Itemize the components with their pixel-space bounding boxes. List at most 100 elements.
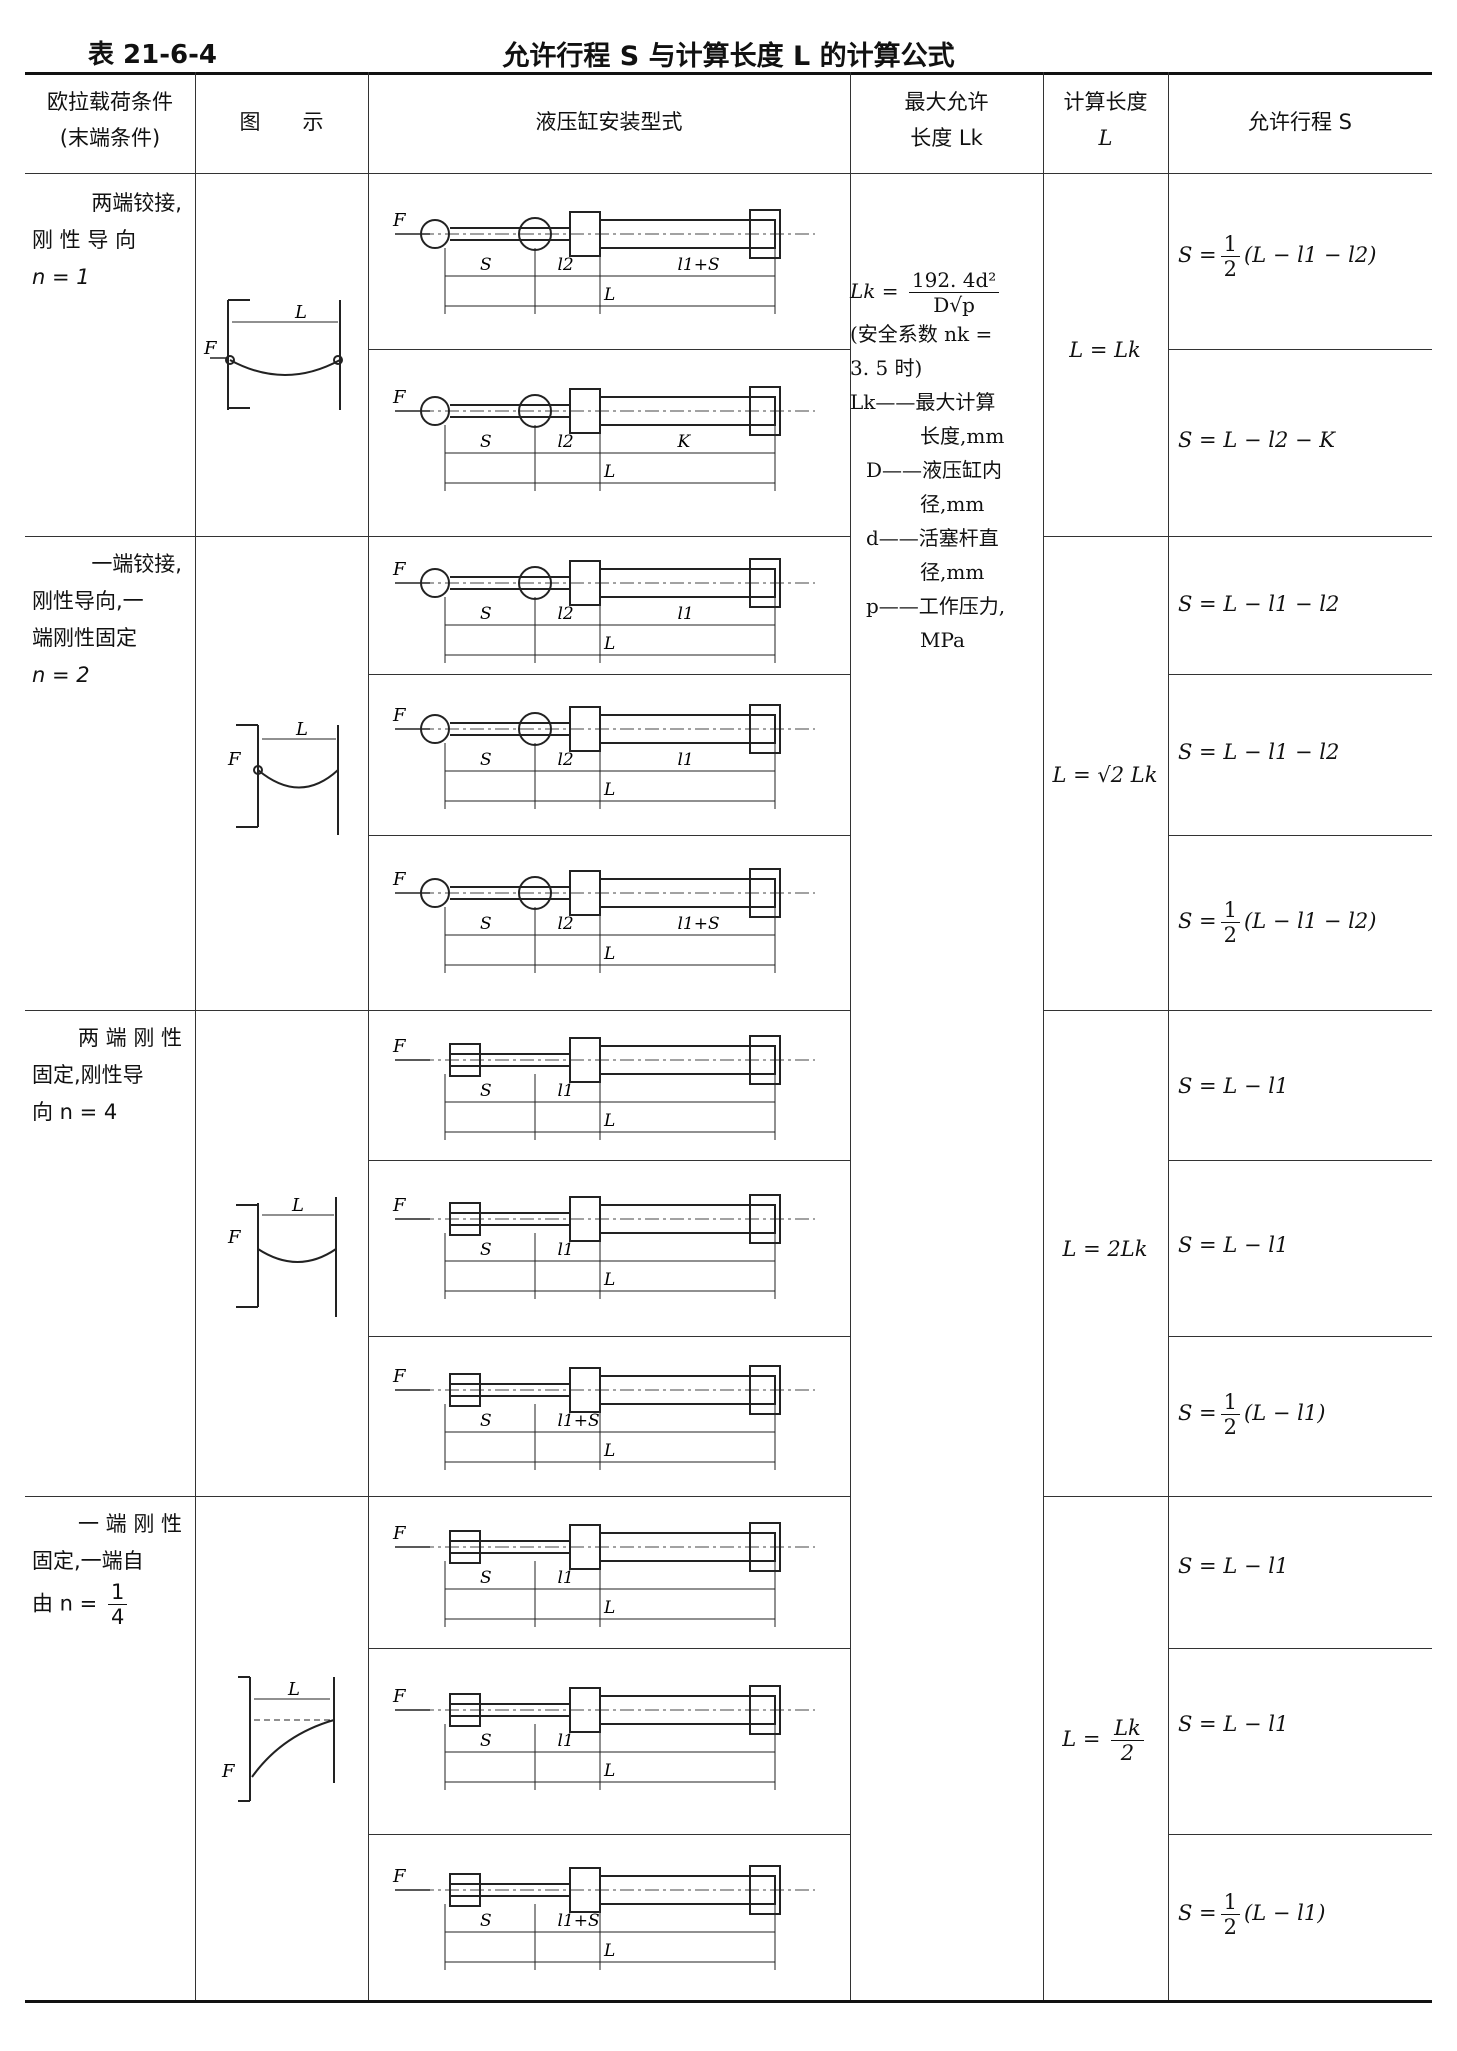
lk-definition: Lk——最大计算 [850, 390, 996, 414]
stroke-formula: S = L − l1 [1178, 1233, 1428, 1257]
condition-text: n = 2 [32, 663, 90, 687]
dimension-label: l1 [678, 604, 694, 624]
header-rule [25, 173, 1432, 174]
header-stroke: 允许行程 S [1247, 110, 1352, 134]
dimension-label: L [603, 285, 615, 305]
cylinder-cap [749, 1865, 781, 1915]
rod-end-block [449, 1873, 481, 1907]
dimension-label: L [603, 780, 615, 800]
lk-definition: D——液压缸内 [866, 458, 1003, 482]
dimension-label: L [603, 1941, 615, 1961]
stroke-text: S = L − l1 [1178, 1074, 1289, 1098]
cylinder-cap [749, 1035, 781, 1085]
beam-label-l: L [287, 1679, 300, 1700]
cylinder-cap [749, 1365, 781, 1415]
header-max-length-line2: 长度 Lk [910, 126, 983, 150]
col-rule [1168, 72, 1169, 2000]
beam-label-f: F [227, 1227, 242, 1248]
force-label: F [392, 869, 407, 890]
stroke-text: S = L − l1 [1178, 1712, 1289, 1736]
force-label: F [392, 1366, 407, 1387]
dimension-label: S [480, 914, 492, 934]
cylinder-barrel [599, 1375, 776, 1405]
rod-end-block [449, 1373, 481, 1407]
rod-end-eye [420, 878, 450, 908]
beam-diagram-n-quarter: L F [221, 1676, 335, 1802]
row-rule [368, 349, 850, 350]
fraction-den: 2 [1120, 1741, 1135, 1765]
cylinder-cap [749, 1685, 781, 1735]
cylinder-cap [749, 209, 781, 259]
dimension-label: L [603, 944, 615, 964]
dimension-label: S [480, 1568, 492, 1588]
dimension-label: S [480, 1911, 492, 1931]
row-rule [368, 1648, 850, 1649]
header-figure: 图 示 [239, 110, 324, 134]
force-label: F [392, 1523, 407, 1544]
dimension-label: l2 [558, 255, 574, 275]
col-rule [1043, 72, 1044, 2000]
force-label: F [392, 387, 407, 408]
beam-label-l: L [291, 1195, 304, 1216]
dimension-label: L [603, 1111, 615, 1131]
stroke-formula: S = L − l1 − l2 [1178, 592, 1428, 616]
cylinder-barrel [599, 1045, 776, 1075]
beam-label-f: F [203, 338, 218, 359]
dimension-label: l1+S [678, 914, 720, 934]
dimension-label: L [603, 1270, 615, 1290]
force-label: F [392, 210, 407, 231]
lk-definition: 长度,mm [920, 424, 1005, 448]
cylinder-cap [749, 386, 781, 436]
fraction-den: 4 [110, 1605, 125, 1629]
stroke-formula: S = L − l1 − l2 [1178, 740, 1428, 764]
calc-length-lhs: L = [1062, 1727, 1101, 1751]
rod-end-block [449, 1202, 481, 1236]
dimension-label: S [480, 1240, 492, 1260]
cylinder-barrel [599, 1532, 776, 1562]
lk-lhs: Lk = [850, 279, 899, 303]
lk-definition: 径,mm [920, 560, 985, 584]
stroke-text: S = L − l1 − l2 [1178, 592, 1340, 616]
header-condition: 欧拉载荷条件 (末端条件) [25, 84, 195, 156]
cylinder-cap [749, 704, 781, 754]
cylinder-barrel [599, 568, 776, 598]
dimension-label: l1 [558, 1240, 574, 1260]
stroke-text: S = L − l1 [1178, 1233, 1289, 1257]
dimension-label: S [480, 1411, 492, 1431]
stroke-text: S = [1178, 1401, 1217, 1425]
condition-text: 两端铰接, [91, 191, 182, 215]
condition-text: 一 端 刚 性 [77, 1512, 182, 1536]
stroke-text: (L − l1 − l2) [1244, 909, 1377, 933]
condition-text: 向 n = 4 [32, 1100, 118, 1124]
row-rule [1168, 1160, 1432, 1161]
dimension-label: l1+S [678, 255, 720, 275]
row-rule [1168, 1834, 1432, 1835]
force-label: F [392, 1195, 407, 1216]
condition-text: n = 1 [32, 265, 90, 289]
dimension-label: S [480, 1081, 492, 1101]
header-condition-line1: 欧拉载荷条件 [47, 90, 173, 114]
force-label: F [392, 1866, 407, 1887]
fraction-den: 2 [1223, 257, 1238, 281]
dimension-label: l1+S [558, 1911, 600, 1931]
header-condition-line2: (末端条件) [59, 126, 161, 150]
condition-text: 一端铰接, [91, 552, 182, 576]
dimension-label: l2 [558, 750, 574, 770]
cylinder-barrel [599, 396, 776, 426]
header-calc-length: 计算长度 L [1043, 84, 1168, 156]
table-caption: 表 21-6-4 [88, 40, 217, 70]
fraction-den: 2 [1223, 1415, 1238, 1439]
header-calc-length-line1: 计算长度 [1063, 90, 1148, 114]
dimension-label: L [603, 634, 615, 654]
